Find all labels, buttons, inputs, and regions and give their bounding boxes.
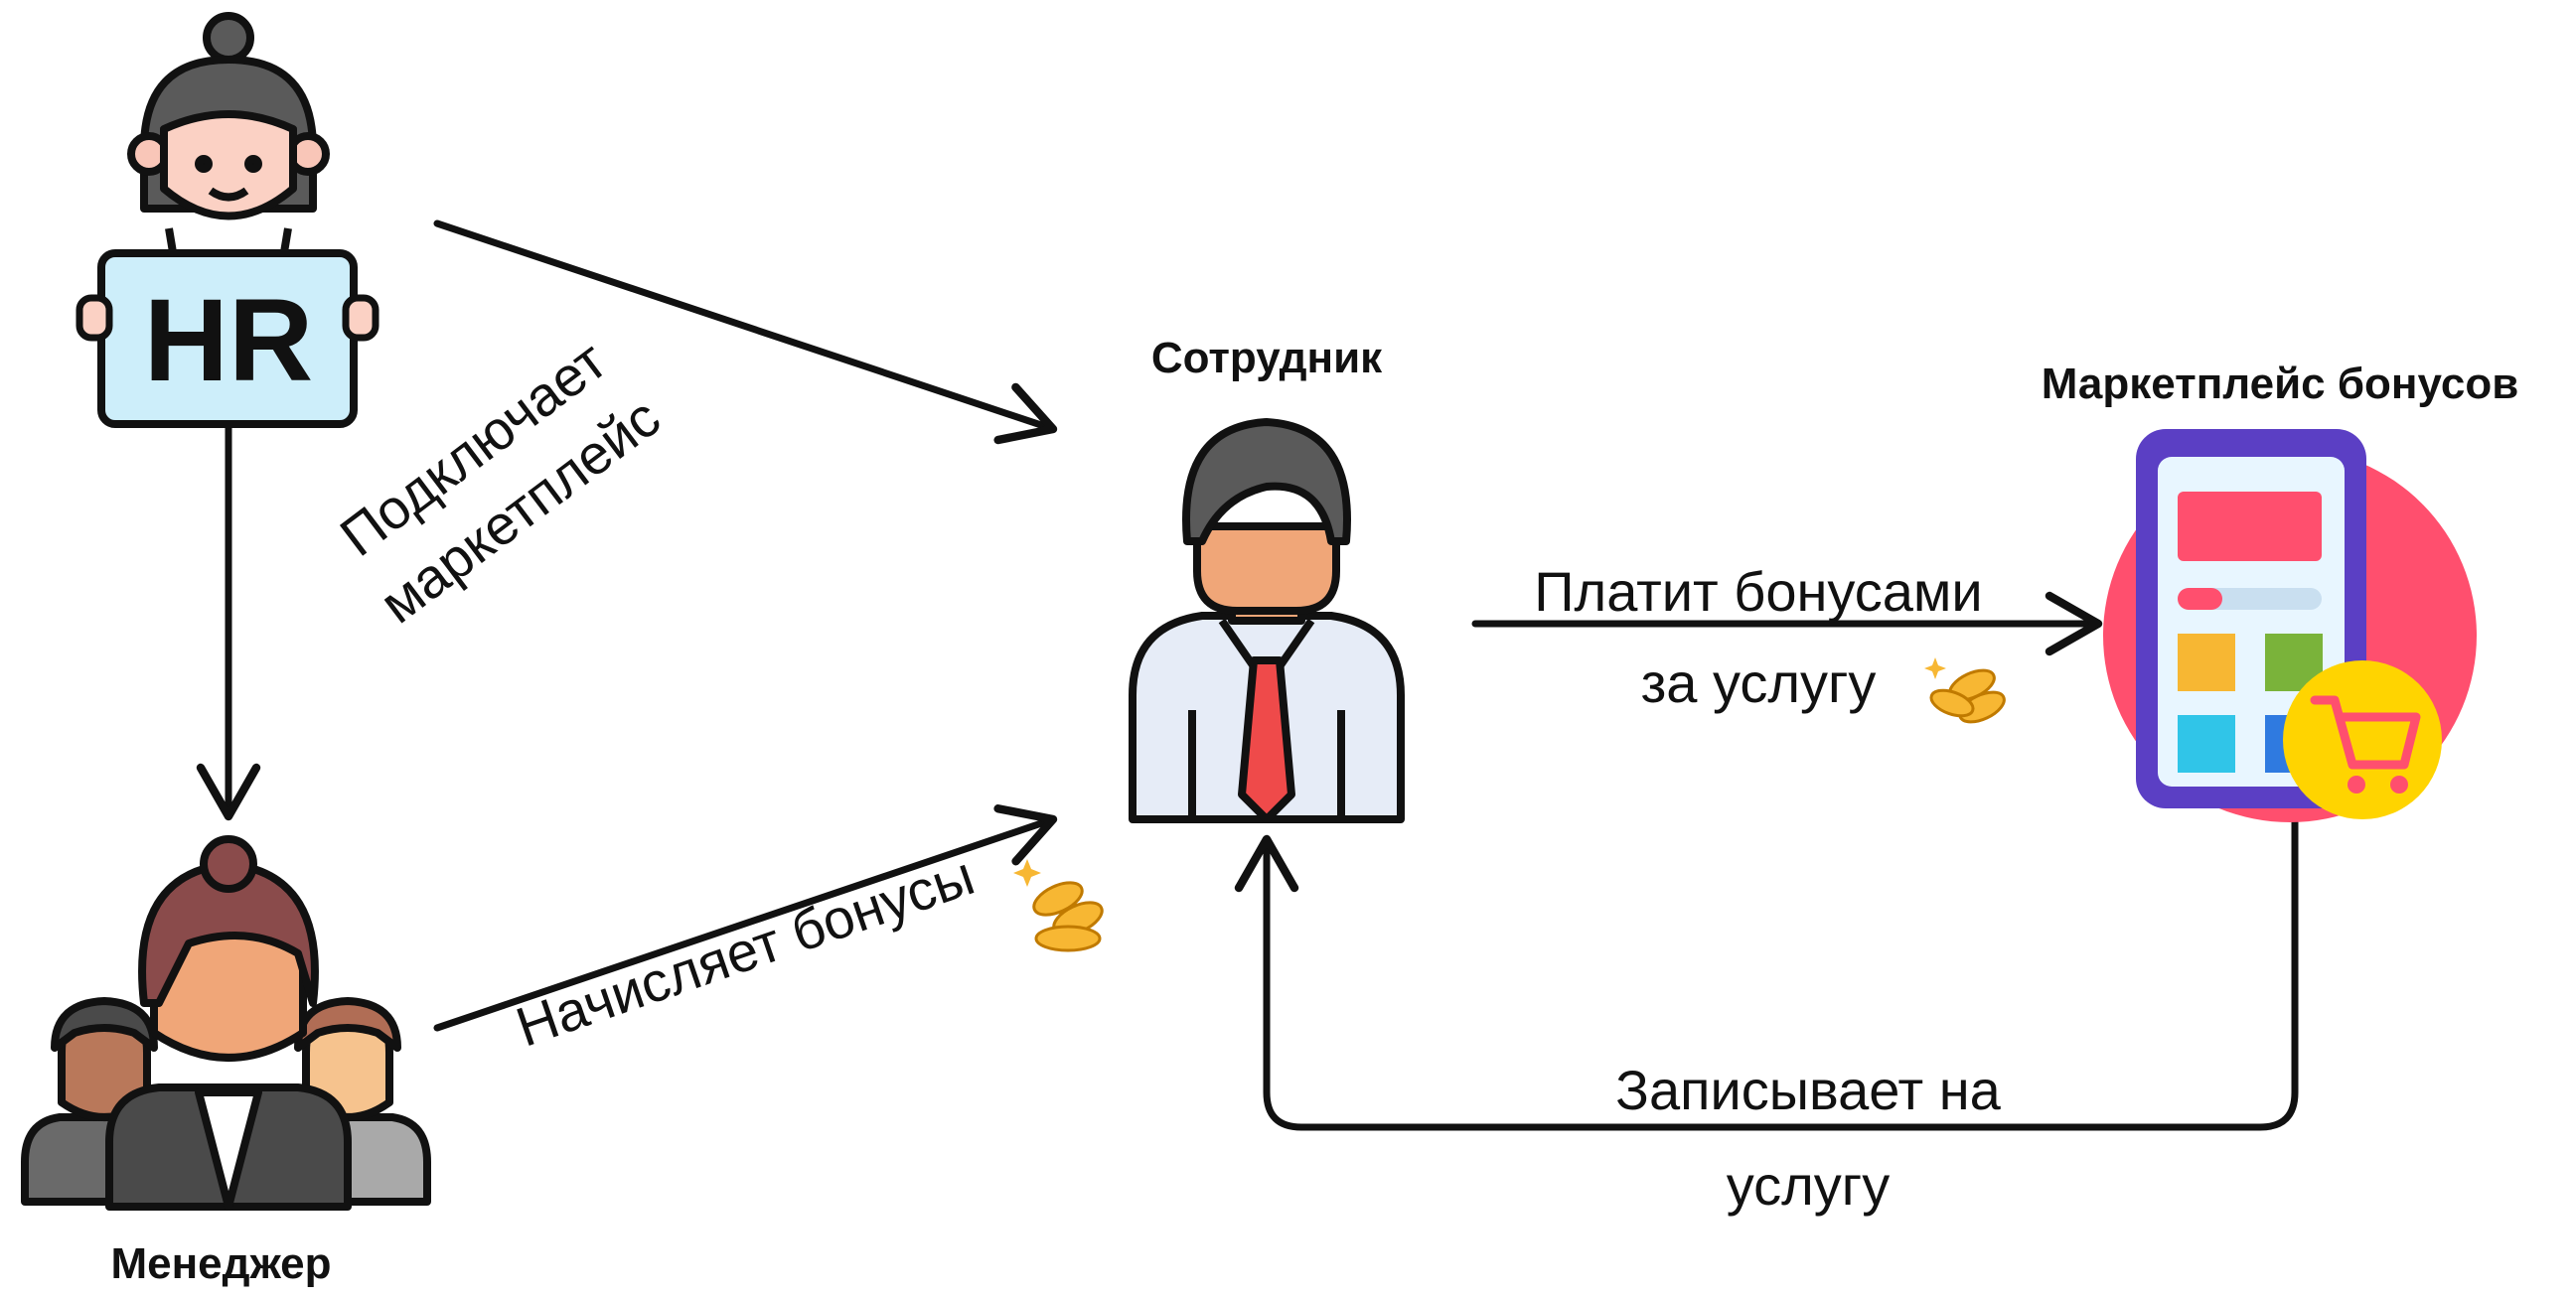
arrow-hr-to-employee — [433, 219, 1058, 445]
edge-label-books-line2: услугу — [1726, 1154, 1891, 1217]
arrow-marketplace-to-employee — [1234, 818, 2299, 1131]
manager-label: Менеджер — [110, 1239, 332, 1288]
hr-person-icon — [127, 12, 330, 259]
edge-label-pays: Платит бонусами за услугу — [1480, 546, 2037, 729]
manager-group-icon — [21, 835, 431, 1211]
edge-label-books-line1: Записывает на — [1615, 1059, 2001, 1121]
edge-label-pays-line1: Платит бонусами — [1534, 560, 1983, 623]
coins-icon-accrual — [1013, 859, 1104, 952]
hr-badge-text: HR — [143, 275, 314, 406]
edge-label-books: Записывает на услугу — [1510, 1043, 2106, 1233]
coins-icon-payment — [1924, 657, 2006, 724]
employee-icon — [1129, 418, 1405, 823]
employee-label: Сотрудник — [1150, 334, 1383, 382]
arrow-manager-to-employee — [433, 803, 1058, 1032]
marketplace-label: Маркетплейс бонусов — [2041, 360, 2519, 408]
shopping-cart-icon — [2283, 660, 2442, 819]
edge-label-pays-line2: за услугу — [1640, 651, 1877, 714]
hr-sign-icon — [76, 249, 379, 428]
